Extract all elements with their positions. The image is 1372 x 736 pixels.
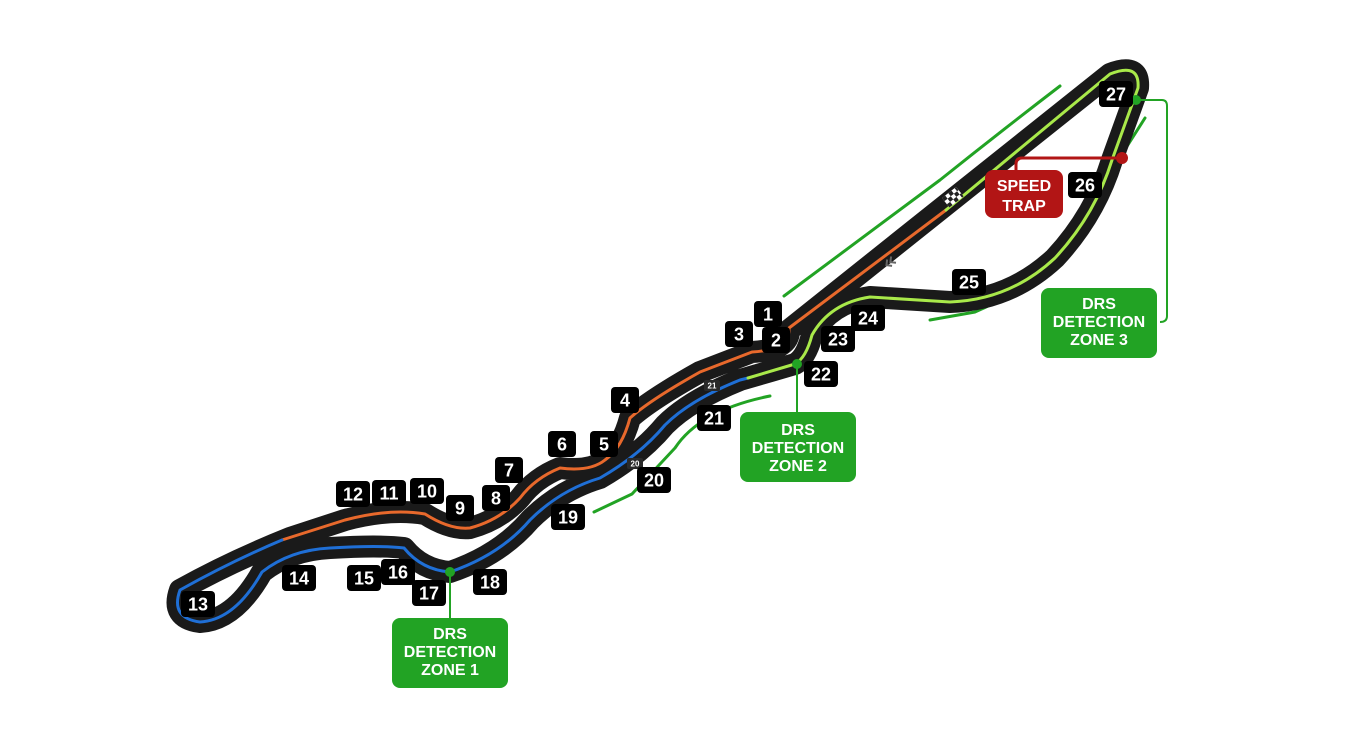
drs-zone-1-line-3: ZONE 1 [421, 662, 479, 679]
corner-6: 6 [548, 431, 576, 457]
corner-3-label: 3 [734, 325, 744, 345]
corner-6-label: 6 [557, 435, 567, 455]
drs-zone-1-line-1: DRS [433, 626, 467, 643]
checkered-flag-icon [942, 186, 964, 208]
sector-1-line [280, 208, 948, 542]
corner-17: 17 [412, 580, 446, 606]
track-marker-21: 21 [704, 380, 720, 391]
corner-25-label: 25 [959, 273, 979, 293]
corner-15: 15 [347, 565, 381, 591]
drs-zone-3-line-3: ZONE 3 [1070, 332, 1128, 349]
corner-12-label: 12 [343, 485, 363, 505]
corner-26: 26 [1068, 172, 1102, 198]
corner-24: 24 [851, 305, 885, 331]
corner-24-label: 24 [858, 309, 878, 329]
corner-9-label: 9 [455, 499, 465, 519]
speed-trap-dot [1116, 152, 1128, 164]
corner-16: 16 [381, 559, 415, 585]
corner-21-label: 21 [704, 409, 724, 429]
corner-22: 22 [804, 361, 838, 387]
corner-20-label: 20 [644, 471, 664, 491]
corner-10: 10 [410, 478, 444, 504]
corner-14: 14 [282, 565, 316, 591]
track-outline [166, 59, 1150, 633]
corner-13-label: 13 [188, 595, 208, 615]
corner-22-label: 22 [811, 365, 831, 385]
corner-25: 25 [952, 269, 986, 295]
corner-4-label: 4 [620, 391, 630, 411]
corner-26-label: 26 [1075, 176, 1095, 196]
corner-27-label: 27 [1106, 85, 1126, 105]
corner-14-label: 14 [289, 569, 309, 589]
corner-11-label: 11 [379, 484, 398, 504]
corner-5-label: 5 [599, 435, 609, 455]
track-marker-20-label: 20 [631, 460, 640, 469]
track-marker-20: 20 [627, 458, 643, 469]
drs-zone-2-line-3: ZONE 2 [769, 458, 827, 475]
drs-zone-1-line-2: DETECTION [404, 644, 496, 661]
corner-1: 1 [754, 301, 782, 327]
track-marker-21-label: 21 [708, 382, 717, 391]
corner-9: 9 [446, 495, 474, 521]
drs-3-connector [1136, 99, 1168, 323]
corner-7-label: 7 [504, 461, 514, 481]
speed-trap-box: SPEED TRAP [985, 170, 1063, 218]
corner-10-label: 10 [417, 482, 437, 502]
speed-trap-line-1: SPEED [997, 178, 1051, 195]
chevron-direction-icon [885, 256, 897, 267]
drs-zone-3-line-1: DRS [1082, 296, 1116, 313]
drs-zone-line-main-straight [782, 84, 1062, 298]
corner-1-label: 1 [763, 305, 773, 325]
drs-detection-zone-1: DRS DETECTION ZONE 1 [392, 618, 508, 688]
connector-lines [449, 99, 1168, 620]
corner-13: 13 [181, 591, 215, 617]
corner-3: 3 [725, 321, 753, 347]
corner-19: 19 [551, 504, 585, 530]
drs-detection-dot-2 [792, 359, 802, 369]
speed-trap-connector [1014, 156, 1122, 172]
corner-16-label: 16 [388, 563, 408, 583]
corner-8-label: 8 [491, 489, 501, 509]
corner-11: 11 [372, 480, 406, 506]
corner-18: 18 [473, 569, 507, 595]
corner-8: 8 [482, 485, 510, 511]
corner-17-label: 17 [419, 584, 439, 604]
corner-4: 4 [611, 387, 639, 413]
corner-2: 2 [762, 327, 790, 353]
corner-19-label: 19 [558, 508, 578, 528]
drs-detection-dot-3 [1131, 95, 1141, 105]
corner-15-label: 15 [354, 569, 374, 589]
drs-detection-dot-1 [445, 567, 455, 577]
corner-2-label: 2 [771, 331, 781, 351]
corner-23-label: 23 [828, 330, 848, 350]
corner-20: 20 [637, 467, 671, 493]
corner-27: 27 [1099, 81, 1133, 107]
speed-trap-line-2: TRAP [1002, 198, 1046, 215]
corner-21: 21 [697, 405, 731, 431]
drs-zone-2-line-2: DETECTION [752, 440, 844, 457]
corner-5: 5 [590, 431, 618, 457]
corner-12: 12 [336, 481, 370, 507]
corner-23: 23 [821, 326, 855, 352]
sector-3-line [746, 68, 1140, 380]
corner-badges: 1 2 3 4 5 6 7 8 9 10 11 12 13 14 15 16 1… [181, 81, 1133, 617]
drs-detection-zone-2: DRS DETECTION ZONE 2 [740, 412, 856, 482]
drs-zone-3-line-2: DETECTION [1053, 314, 1145, 331]
drs-detection-zone-3: DRS DETECTION ZONE 3 [1041, 288, 1157, 358]
drs-zone-2-line-1: DRS [781, 422, 815, 439]
corner-7: 7 [495, 457, 523, 483]
corner-18-label: 18 [480, 573, 500, 593]
